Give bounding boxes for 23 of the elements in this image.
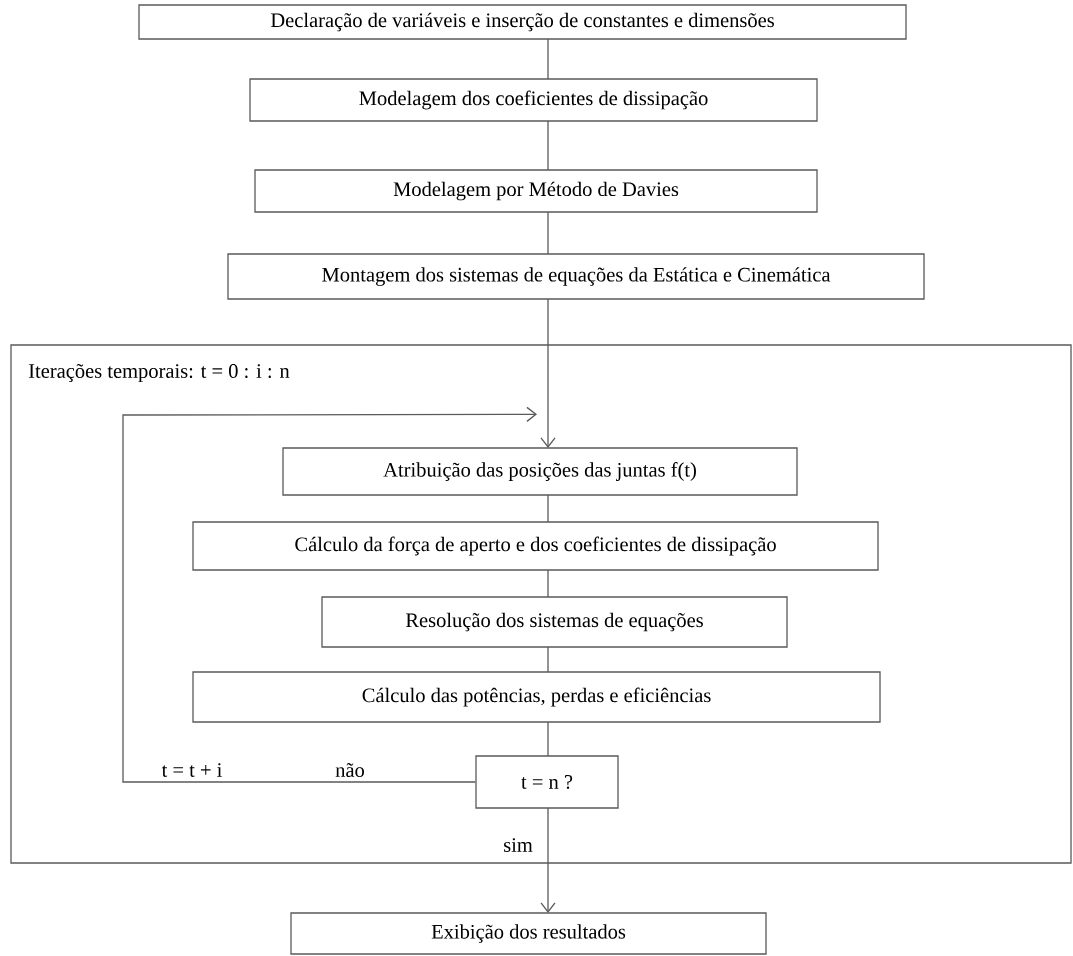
process-box: Declaração de variáveis e inserção de constantes e dimensões <box>138 4 907 40</box>
arrow <box>122 406 537 783</box>
connector-line <box>547 120 549 171</box>
connector-line <box>547 38 549 80</box>
edge-label: não <box>334 762 366 778</box>
arrow <box>540 298 556 448</box>
process-box: Montagem dos sistemas de equações da Estática e Cinemática <box>227 253 925 300</box>
arrow <box>540 807 556 913</box>
process-box: Atribuição das posições das juntas f(t) <box>282 447 798 496</box>
process-box: Modelagem dos coeficientes de dissipação <box>249 78 818 122</box>
process-box: Cálculo da força de aperto e dos coeficientes de dissipação <box>192 521 879 571</box>
process-box: Cálculo das potências, perdas e eficiências <box>192 671 881 723</box>
connector-line <box>547 721 549 757</box>
connector-line <box>547 211 549 255</box>
decision-box: t = n ? <box>475 755 619 809</box>
process-box: Resolução dos sistemas de equações <box>321 596 788 648</box>
connector-line <box>547 494 549 523</box>
process-box: Modelagem por Método de Davies <box>254 169 818 213</box>
connector-line <box>547 569 549 598</box>
process-box: Exibição dos resultados <box>290 912 767 955</box>
connector-line <box>547 646 549 673</box>
edge-label: sim <box>502 837 534 853</box>
loop-label: t = t + i <box>160 762 224 778</box>
